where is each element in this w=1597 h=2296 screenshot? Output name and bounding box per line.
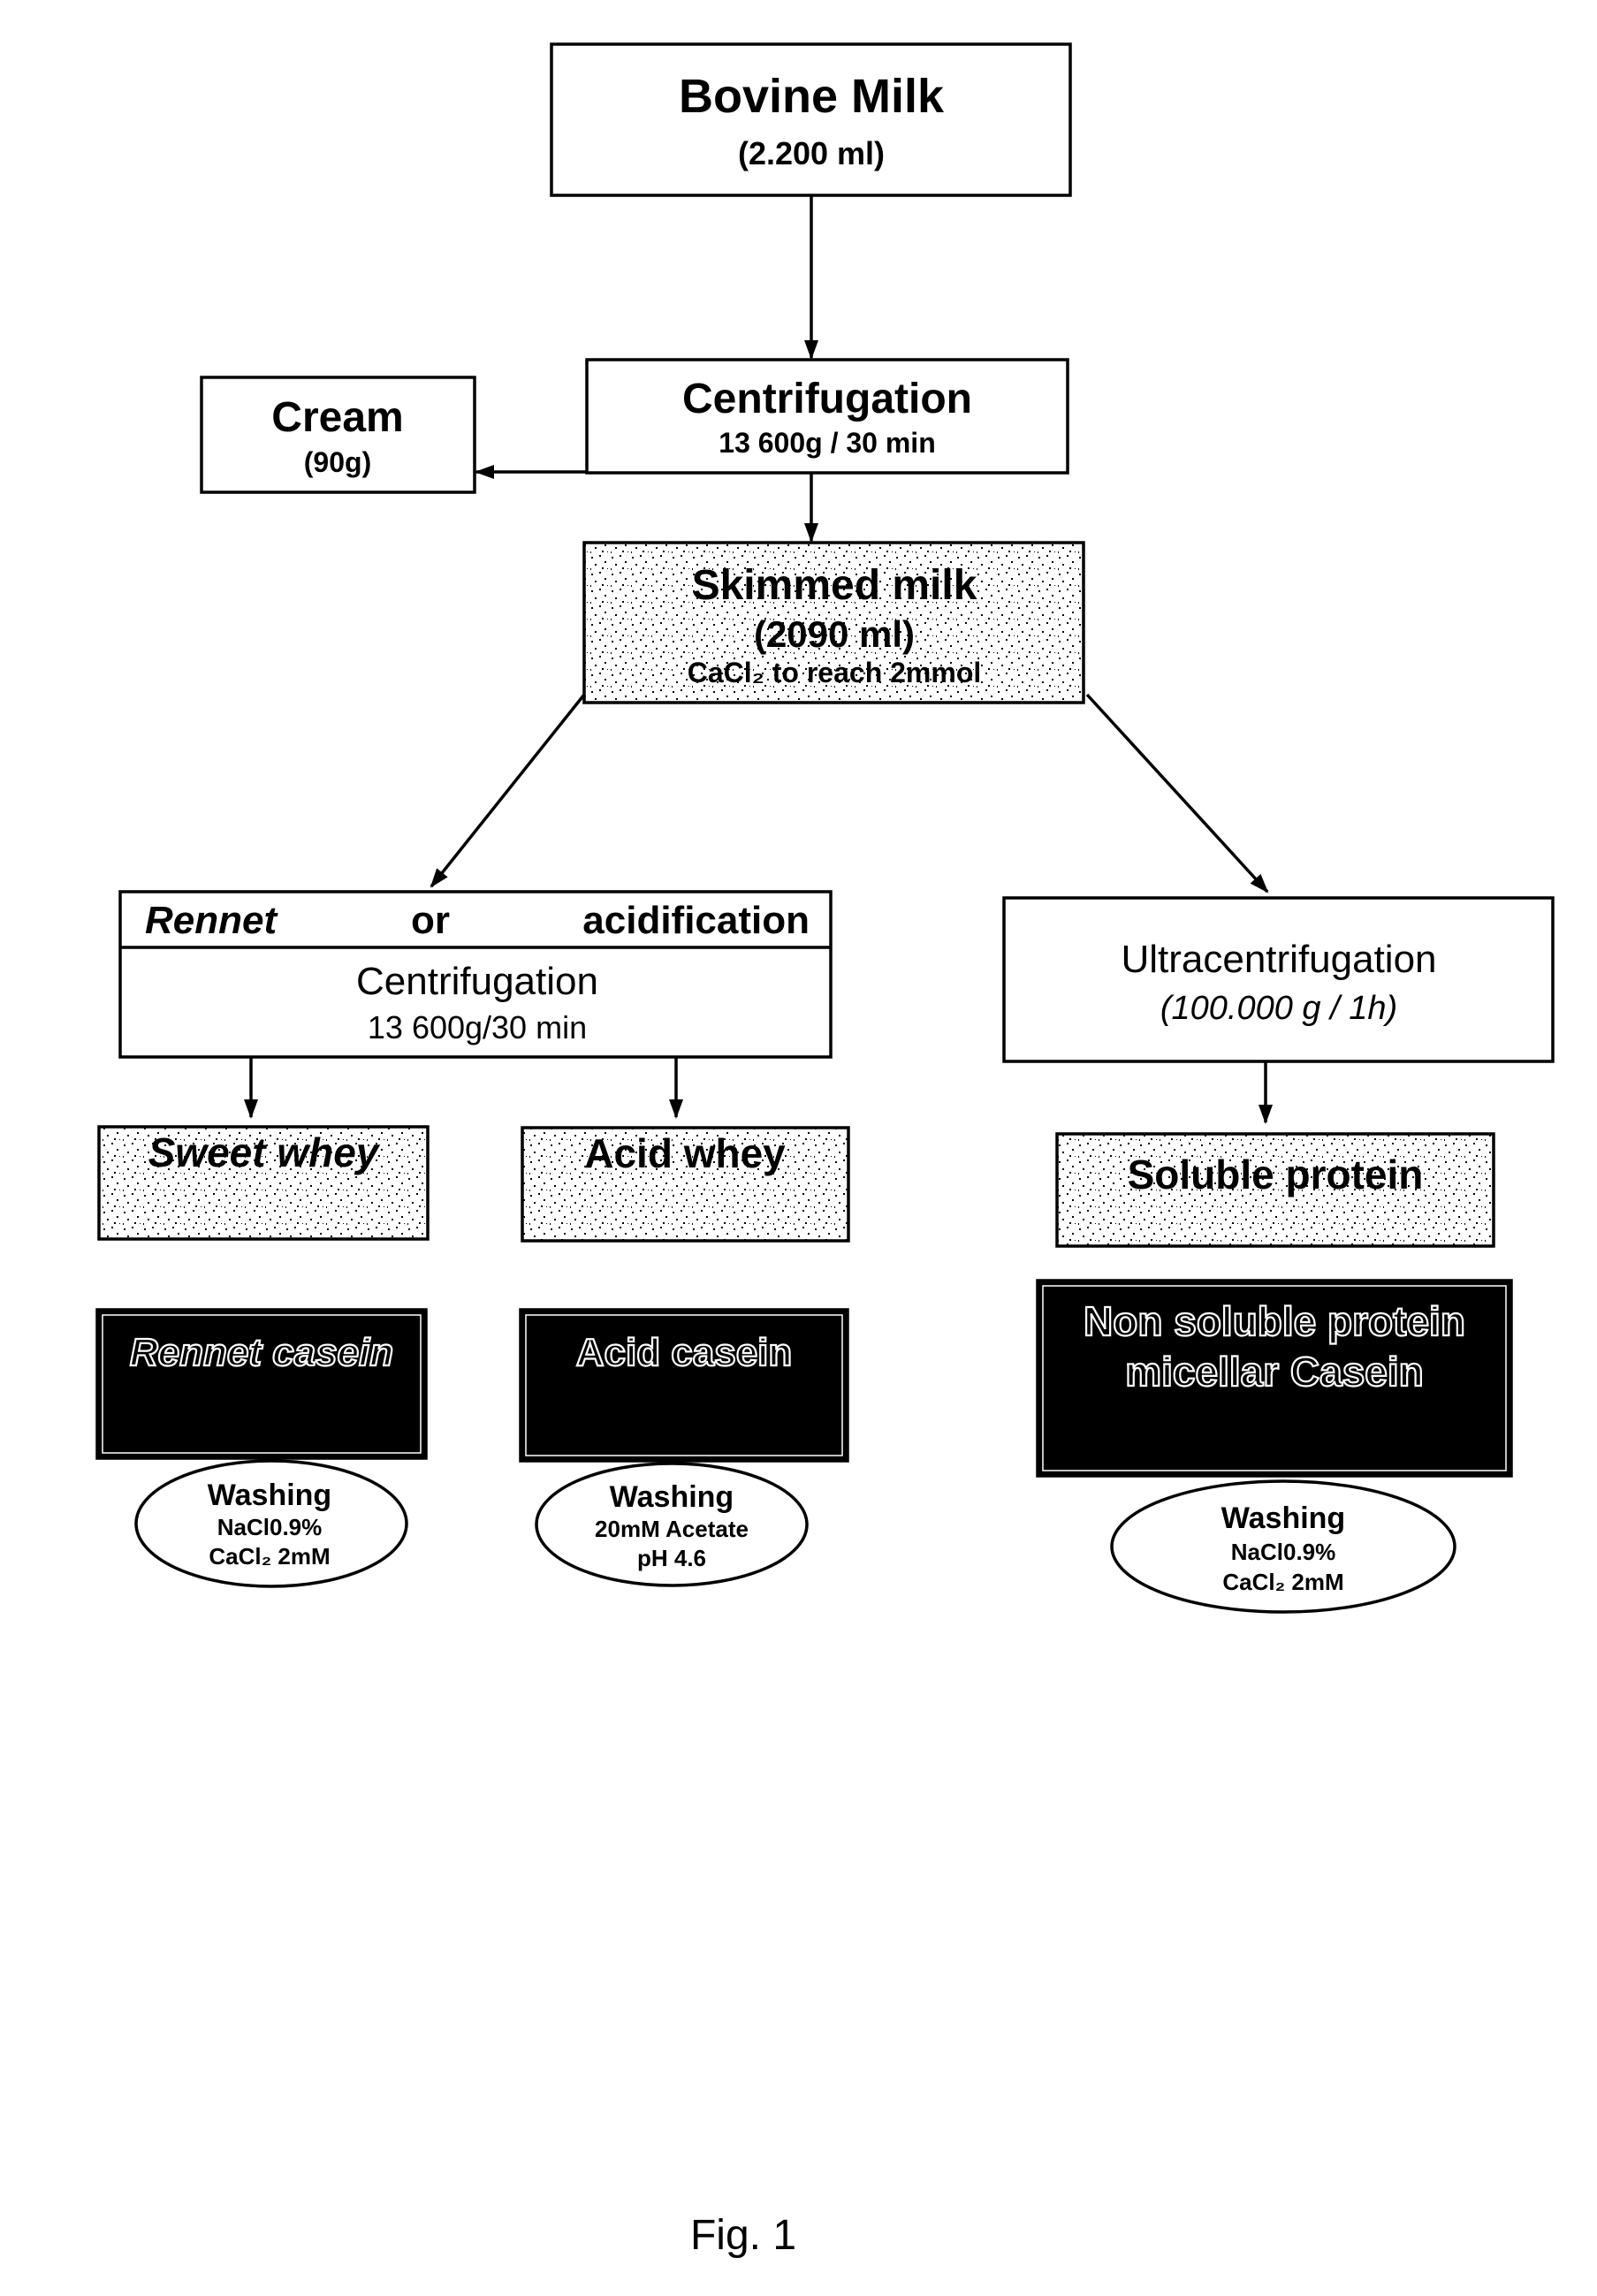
cream-amount: (90g) [304, 446, 371, 478]
node-rennet-or-acidification: Rennet or acidification Centrifugation 1… [120, 892, 831, 1057]
figure-caption: Fig. 1 [690, 2212, 796, 2259]
sweet-whey-title: Sweet whey [148, 1129, 381, 1175]
node-centrifugation: Centrifugation 13 600g / 30 min [587, 360, 1068, 473]
node-washing-2: Washing 20mM Acetate pH 4.6 [536, 1464, 807, 1585]
acid-whey-title: Acid whey [584, 1130, 786, 1176]
washing-2-line2: pH 4.6 [637, 1545, 706, 1571]
acidification-label: acidification [582, 899, 810, 942]
ultracentrifugation-detail: (100.000 g / 1h) [1160, 990, 1397, 1027]
arrow-skimmed-to-ultracentrifugation [1087, 695, 1267, 892]
node-cream: Cream (90g) [202, 377, 475, 492]
node-soluble-protein: Soluble protein [1057, 1134, 1494, 1246]
rennet-label: Rennet [145, 899, 278, 942]
centrifugation-detail: 13 600g / 30 min [719, 427, 935, 459]
node-washing-3: Washing NaCl0.9% CaCl₂ 2mM [1112, 1481, 1455, 1612]
node-bovine-milk: Bovine Milk (2.200 ml) [551, 44, 1070, 195]
node-acid-whey: Acid whey [522, 1128, 848, 1241]
node-rennet-casein: Rennet casein [97, 1310, 426, 1458]
soluble-protein-title: Soluble protein [1128, 1152, 1424, 1197]
cream-title: Cream [271, 394, 403, 441]
node-skimmed-milk: Skimmed milk (2090 ml) CaCl₂ to reach 2m… [584, 543, 1084, 703]
washing-1-title: Washing [208, 1479, 331, 1512]
rennet-centrifugation-title: Centrifugation [356, 960, 598, 1003]
non-soluble-line1: Non soluble protein [1084, 1298, 1465, 1344]
washing-3-title: Washing [1221, 1502, 1345, 1535]
washing-3-line2: CaCl₂ 2mM [1222, 1569, 1343, 1595]
skimmed-milk-volume: (2090 ml) [754, 613, 915, 655]
arrow-skimmed-to-rennet [431, 695, 584, 886]
centrifugation-title: Centrifugation [682, 376, 972, 422]
skimmed-milk-title: Skimmed milk [692, 562, 977, 609]
rennet-centrifugation-detail: 13 600g/30 min [368, 1009, 587, 1045]
node-acid-casein: Acid casein [521, 1310, 848, 1461]
washing-2-line1: 20mM Acetate [595, 1516, 749, 1542]
node-sweet-whey: Sweet whey [99, 1127, 428, 1239]
or-label: or [411, 899, 450, 942]
rennet-casein-title: Rennet casein [130, 1331, 393, 1374]
washing-3-line1: NaCl0.9% [1231, 1539, 1336, 1565]
bovine-milk-title: Bovine Milk [679, 70, 945, 123]
skimmed-milk-note: CaCl₂ to reach 2mmol [688, 657, 982, 688]
node-non-soluble-protein: Non soluble protein micellar Casein [1038, 1281, 1511, 1476]
node-ultracentrifugation: Ultracentrifugation (100.000 g / 1h) [1004, 898, 1553, 1061]
washing-2-title: Washing [610, 1480, 734, 1514]
acid-casein-title: Acid casein [576, 1331, 793, 1374]
washing-1-line2: CaCl₂ 2mM [209, 1543, 330, 1570]
node-washing-1: Washing NaCl0.9% CaCl₂ 2mM [136, 1461, 407, 1586]
ultracentrifugation-title: Ultracentrifugation [1121, 938, 1436, 981]
non-soluble-line2: micellar Casein [1125, 1349, 1424, 1395]
washing-1-line1: NaCl0.9% [217, 1514, 323, 1540]
bovine-milk-volume: (2.200 ml) [738, 135, 885, 171]
